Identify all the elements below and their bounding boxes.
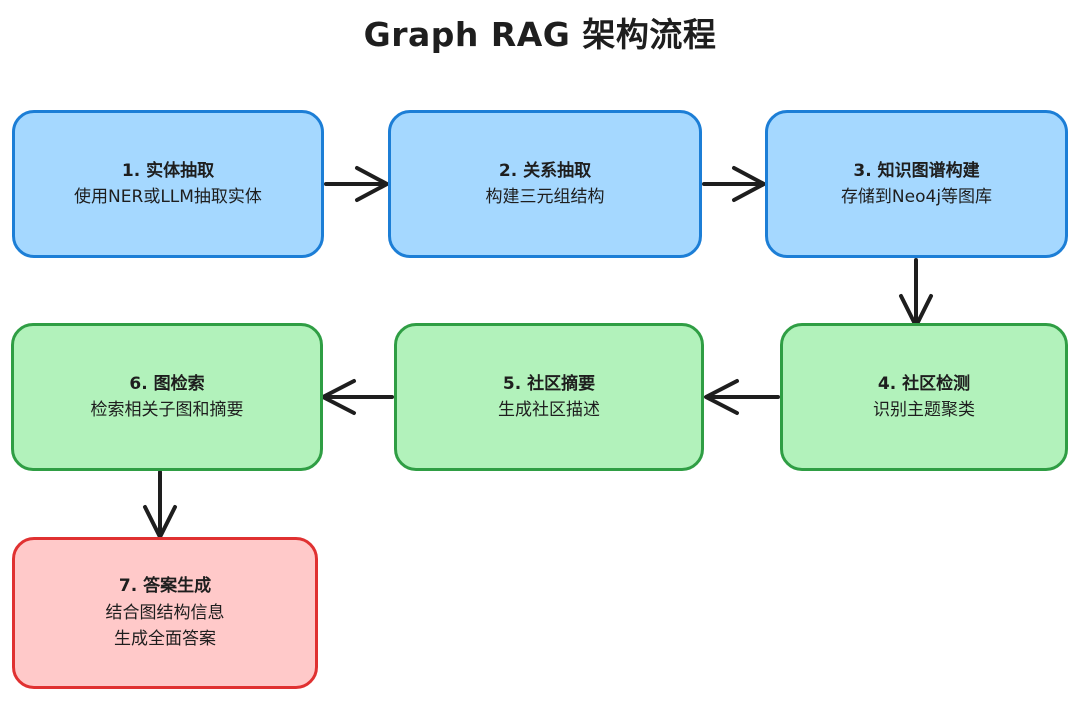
edge-step4-step5 [704,379,780,415]
node-step-3-heading: 3. 知识图谱构建 [853,160,980,181]
edge-step5-step6 [321,379,394,415]
page-title: Graph RAG 架构流程 [363,15,717,54]
node-step-3[interactable]: 3. 知识图谱构建 存储到Neo4j等图库 [765,110,1068,258]
node-step-4-detail: 识别主题聚类 [873,400,975,420]
edge-step6-step7 [143,470,177,539]
node-step-1[interactable]: 1. 实体抽取 使用NER或LLM抽取实体 [12,110,324,258]
node-step-7-detail: 结合图结构信息 [105,602,225,623]
node-step-4[interactable]: 4. 社区检测 识别主题聚类 [780,323,1068,471]
node-step-2[interactable]: 2. 关系抽取 构建三元组结构 [388,110,702,258]
node-step-7-heading: 7. 答案生成 [118,576,212,597]
node-step-5[interactable]: 5. 社区摘要 生成社区描述 [394,323,704,471]
node-step-5-detail: 生成社区描述 [498,400,600,420]
node-step-4-heading: 4. 社区检测 [877,373,971,394]
node-step-6-heading: 6. 图检索 [129,373,205,394]
edge-step3-step4 [899,258,933,328]
edge-step1-step2 [324,166,389,202]
node-step-5-heading: 5. 社区摘要 [502,373,596,394]
node-step-7[interactable]: 7. 答案生成 结合图结构信息 生成全面答案 [12,537,318,689]
node-step-7-detail2: 生成全面答案 [114,629,216,650]
node-step-6-detail: 检索相关子图和摘要 [90,400,244,420]
node-step-6[interactable]: 6. 图检索 检索相关子图和摘要 [11,323,323,471]
node-step-2-detail: 构建三元组结构 [485,187,605,207]
edge-step2-step3 [702,166,766,202]
node-step-3-detail: 存储到Neo4j等图库 [840,187,993,207]
node-step-2-heading: 2. 关系抽取 [498,160,592,181]
node-step-1-detail: 使用NER或LLM抽取实体 [74,187,262,207]
node-step-1-heading: 1. 实体抽取 [121,160,215,181]
